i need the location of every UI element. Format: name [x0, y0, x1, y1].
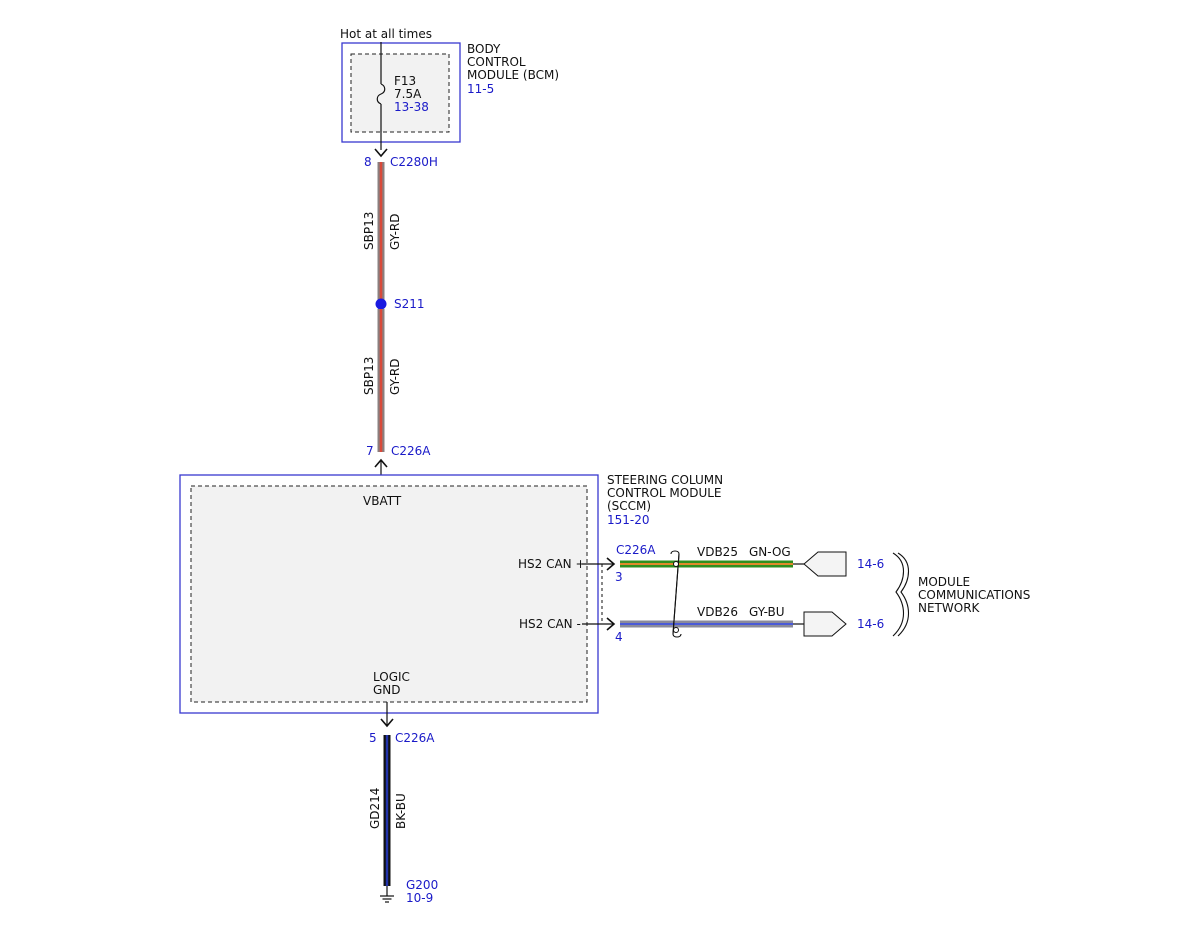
sccm-pin-logic-line1: LOGIC: [373, 670, 410, 684]
c226a-vbatt-pin: 7: [366, 444, 374, 458]
wire-vdb26-ref: 14-6: [857, 617, 884, 631]
wire-top-circuit: SBP13: [362, 212, 376, 250]
wire-gd214-color: BK-BU: [394, 793, 408, 829]
c226a-gnd-pin: 5: [369, 731, 377, 745]
wire-top-color: GY-RD: [388, 213, 402, 250]
wire-vdb25-circuit: VDB25: [697, 545, 738, 559]
connector-can-plus-icon: [606, 557, 616, 571]
fuse-id: F13: [394, 74, 416, 88]
sccm-name-line3: (SCCM): [607, 499, 651, 513]
splice-dot-icon: [375, 298, 387, 310]
wire-vdb25-color: GN-OG: [749, 545, 791, 559]
bcm-name-line3: MODULE (BCM): [467, 68, 559, 82]
sccm-pin-logic-line2: GND: [373, 683, 401, 697]
sccm-name-line1: STEERING COLUMN: [607, 473, 723, 487]
sccm-pin-can-plus: HS2 CAN +: [518, 557, 586, 571]
bcm-ref: 11-5: [467, 82, 494, 96]
ground-ref: 10-9: [406, 891, 433, 905]
network-brace-icon: [897, 552, 910, 637]
c2280h-pin: 8: [364, 155, 372, 169]
c2280h-name: C2280H: [390, 155, 438, 169]
connector-c226a-gnd-icon: [380, 718, 394, 728]
wire-vdb25-ref: 14-6: [857, 557, 884, 571]
fuse-icon: [376, 83, 386, 105]
network-line1: MODULE: [918, 575, 970, 589]
page-ref-arrow-icon: [803, 611, 847, 637]
ground-name: G200: [406, 878, 438, 892]
network-brace-icon: [892, 552, 905, 637]
sccm-pin-can-minus: HS2 CAN -: [519, 617, 581, 631]
can-connector-name: C226A: [616, 543, 656, 557]
bcm-module: BODY CONTROL MODULE (BCM) 11-5: [341, 42, 559, 143]
c226a-vbatt-name: C226A: [391, 444, 431, 458]
wire-gd214-circuit: GD214: [368, 788, 382, 829]
connector-can-minus-icon: [606, 617, 616, 631]
splice-name: S211: [394, 297, 425, 311]
sccm-pin-vbatt: VBATT: [363, 494, 402, 508]
wire-vdb26-color: GY-BU: [749, 605, 785, 619]
sccm-name-line2: CONTROL MODULE: [607, 486, 722, 500]
network-line3: NETWORK: [918, 601, 981, 615]
sccm-module: VBATT HS2 CAN + HS2 CAN - LOGIC GND: [179, 474, 599, 714]
bcm-inner-box: [350, 53, 450, 133]
can-pin-plus: 3: [615, 570, 623, 584]
sccm-inner-box: [190, 485, 588, 703]
fuse-rating: 7.5A: [394, 87, 422, 101]
connector-c2280h-icon: [374, 148, 388, 158]
network-line2: COMMUNICATIONS: [918, 588, 1030, 602]
can-pin-minus: 4: [615, 630, 623, 644]
wire-mid-circuit: SBP13: [362, 357, 376, 395]
twisted-pair-cross-icon: [672, 553, 680, 635]
bcm-name-line1: BODY: [467, 42, 501, 56]
twisted-pair-bottom-ring: [673, 627, 679, 633]
fuse-ref: 13-38: [394, 100, 429, 114]
wire-mid-color: GY-RD: [388, 358, 402, 395]
power-source-label: Hot at all times: [340, 27, 432, 41]
wire-vdb26-circuit: VDB26: [697, 605, 738, 619]
ground-icon: [380, 895, 394, 903]
twisted-pair-top-ring: [673, 561, 679, 567]
c226a-gnd-name: C226A: [395, 731, 435, 745]
page-ref-arrow-icon: [803, 551, 847, 577]
bcm-name-line2: CONTROL: [467, 55, 526, 69]
sccm-ref: 151-20: [607, 513, 650, 527]
